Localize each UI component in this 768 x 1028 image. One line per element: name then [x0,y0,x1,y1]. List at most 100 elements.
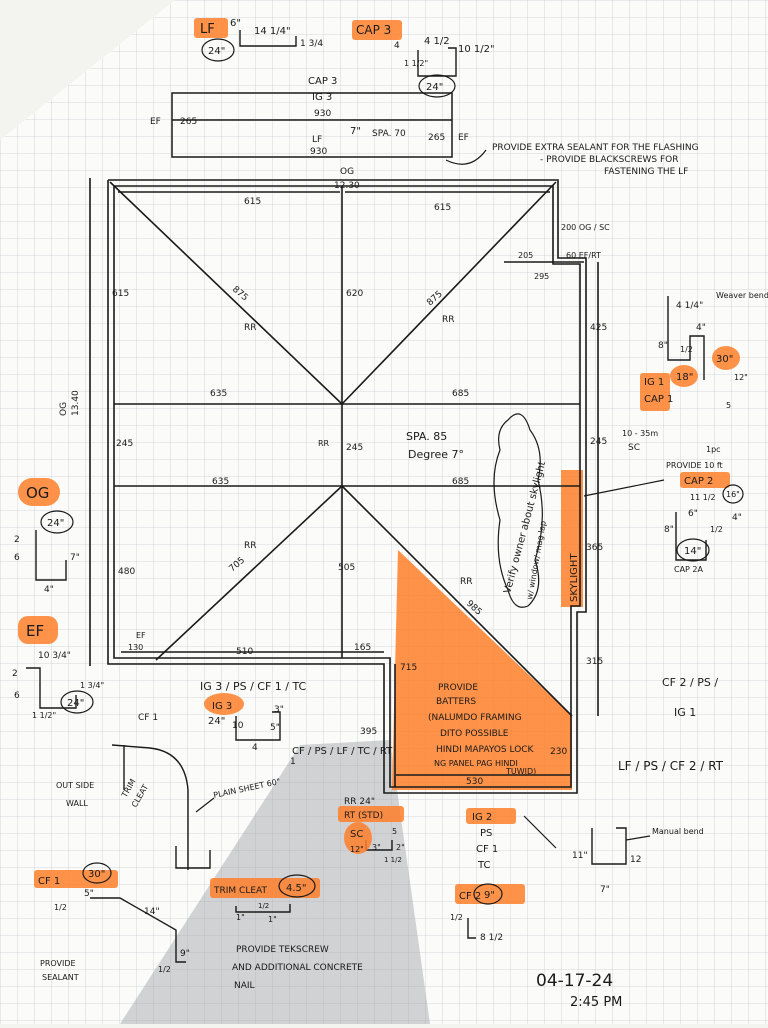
time: 2:45 PM [570,995,622,1010]
rt-tag: RT (STD) [344,811,383,821]
ef-dim-3: 1 3/4" [80,681,104,690]
spa: SPA. 85 [406,430,447,443]
panel-left-val: 265 [180,117,197,127]
rr-1: RR [244,323,257,333]
h635-top: 635 [210,389,227,399]
r315: 315 [586,657,603,667]
lf-line: LF / PS / CF 2 / RT [618,759,724,773]
ef-dim-1: 2 [12,669,18,679]
lf-tag: LF [200,22,215,37]
ig3-tag: IG 3 [212,701,232,712]
note-flashing-2: - PROVIDE BLACKSCREWS FOR [540,155,679,165]
c245: 245 [346,443,363,453]
l245: 245 [116,439,133,449]
ef-tag: EF [26,622,44,640]
top-right: 615 [434,203,451,213]
batters-1: BATTERS [436,697,476,707]
sc-dim-3: 1 1/2 [384,856,402,864]
r365: 365 [586,543,603,553]
v715: 715 [400,663,417,673]
highlight-badges [18,18,740,904]
og-dim-0: 2 [14,535,20,545]
manual-bend: Manual bend [652,827,704,836]
rr-c: RR [318,439,330,448]
cf1-dim-1: 1/2 [54,903,67,912]
panel-spa: SPA. 70 [372,129,406,139]
cap2-dim-3: 8" [664,525,674,535]
og-dim-3: 4" [44,585,54,595]
og-top: OG [340,167,354,177]
cf2-dim-1: 8 1/2 [480,933,503,943]
cap2-dim-1: 6" [688,509,698,519]
batters-6: TUWID) [505,767,536,776]
cf2-line: CF 2 / PS / [662,676,718,689]
ef-dim-2: 6 [14,691,20,701]
date: 04-17-24 [536,971,613,991]
tekscrew-1: AND ADDITIONAL CONCRETE [232,963,363,973]
ef-dim-4: 1 1/2" [32,711,56,720]
cap1-dim-1: 4" [696,323,706,333]
cap2-gauge-top: 16" [726,490,740,499]
cf2-tag: CF 2 [459,891,481,902]
ig3-dim-3: 4 [252,743,258,753]
batters-3: DITO POSSIBLE [440,729,509,739]
panel-ef-right: EF [458,133,469,143]
trim-cleat-gauge: 4.5" [286,883,307,894]
cap3-dim-0: 4 1/2 [424,36,450,47]
ig2-dim-1: 12 [630,855,641,865]
sc-val: 10 - 35m [622,429,658,438]
cap1-gauge: 30" [716,354,733,365]
og-left: OG [59,402,69,416]
provide-sealant-0: PROVIDE [40,959,76,968]
og-gauge: 24" [47,518,64,529]
leader-arrows [195,149,665,849]
ig3-dim-1: 3" [274,705,284,715]
cap2-dim-0: 11 1/2 [690,493,716,502]
lf-dim-1: 14 1/4" [254,26,291,37]
ig3-line: IG 3 / PS / CF 1 / TC [200,680,307,693]
v425: 425 [590,323,607,333]
trim-dim-0: 1/2 [258,902,269,910]
cf1-dim-0: 5" [84,889,94,899]
batters-5: NG PANEL PAG HINDI [434,759,518,768]
cf-line: CF / PS / LF / TC / RT [292,746,393,757]
panel-lf-len: 930 [310,147,327,157]
outside-wall-1: WALL [66,799,88,808]
left-top: 615 [112,289,129,299]
note-flashing-1: PROVIDE EXTRA SEALANT FOR THE FLASHING [492,143,699,153]
profile-sketches [26,30,707,963]
cap1-dim-4: 12" [734,373,748,382]
cap3-dim-2: 4 [394,41,400,51]
cf2-gauge: 9" [484,890,495,901]
trim-cleat-tag: TRIM CLEAT [213,886,267,896]
outside-wall-0: OUT SIDE [56,781,94,790]
v505: 505 [338,563,355,573]
cap3-panel [171,92,453,158]
cap2-label: CAP 2A [674,565,704,574]
r245: 245 [590,437,607,447]
cap3-dim-1: 10 1/2" [458,44,495,55]
ridge-top: 620 [346,289,363,299]
provide-10ft-1: 1pc [706,445,721,454]
rr-tag: RR 24" [344,797,375,807]
ig3-gauge: 24" [208,716,225,727]
skylight-label: SKYLIGHT [569,553,580,602]
lf-dim-2: 1 3/4 [300,39,323,49]
cf1-gauge: 30" [88,869,105,880]
ig2-dim-0: 11" [572,851,588,861]
v205: 205 [518,251,533,260]
panel-right-val: 265 [428,133,445,143]
sc-gauge: 12" [350,845,364,854]
b165: 165 [354,643,371,653]
right-ef: 60 EF/RT [566,251,601,260]
ef-bot-val: 130 [128,643,143,652]
skylight-highlight [561,470,583,607]
batters-4: HINDI MAPAYOS LOCK [436,745,535,755]
panel-lf: LF [312,135,322,145]
cap1-dim-3: 1/2 [680,345,693,354]
ig2-list-0: PS [480,828,492,839]
right-og: 200 OG / SC [561,223,610,232]
